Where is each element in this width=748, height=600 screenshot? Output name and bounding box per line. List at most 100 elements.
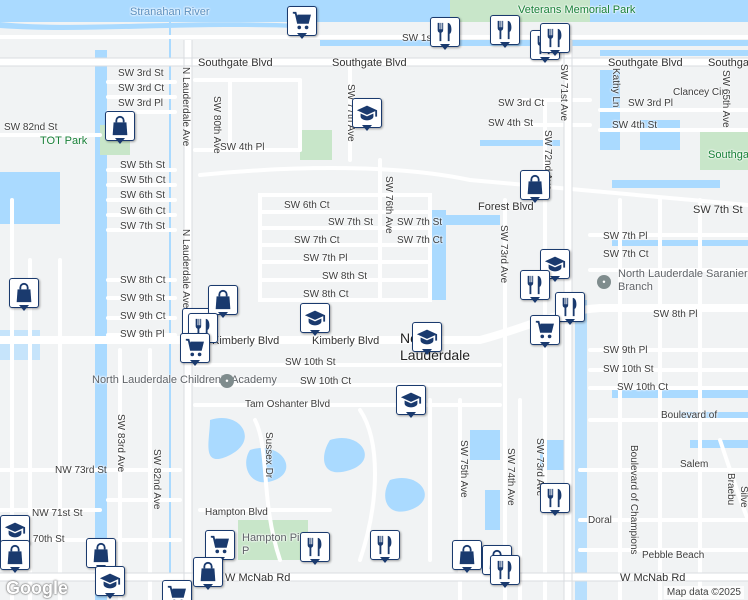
map-marker[interactable]: [520, 170, 550, 204]
road-label: SW 82nd St: [4, 122, 58, 133]
map-marker[interactable]: [208, 285, 238, 319]
map-marker[interactable]: [396, 385, 426, 419]
road-label: SW 77th Ave: [345, 84, 356, 142]
road-label: SW 3rd St: [118, 68, 164, 79]
road-label: SW 6th St: [120, 190, 166, 201]
road-label: W McNab Rd: [620, 572, 686, 584]
restaurant-icon: [540, 23, 570, 53]
shopping-cart-icon: [530, 315, 560, 345]
restaurant-icon: [540, 483, 570, 513]
poi-label[interactable]: Hampton Pines P: [242, 532, 318, 557]
road-label: NW 73rd St: [55, 465, 107, 476]
road-label: NW 71st St: [32, 508, 83, 519]
google-logo: Google: [6, 578, 68, 598]
map-marker[interactable]: [287, 6, 317, 40]
marker-pointer: [462, 567, 472, 573]
road-label: SW 76th Ave: [383, 176, 394, 234]
map-data-credit[interactable]: Map data ©2025: [663, 586, 744, 599]
road-label: SW 1st: [402, 33, 435, 44]
road-label: Forest Blvd: [478, 201, 534, 213]
marker-pointer: [540, 57, 550, 63]
map-marker[interactable]: [162, 580, 192, 600]
marker-pointer: [297, 33, 307, 39]
road-label: SW 7th Ct: [294, 235, 340, 246]
poi-label[interactable]: North Lauderdale Children's Academy: [92, 374, 277, 386]
road-label: SW 7th St: [120, 221, 166, 232]
map-marker[interactable]: [9, 278, 39, 312]
map-marker[interactable]: [540, 23, 570, 57]
map-marker[interactable]: [0, 540, 30, 574]
shopping-bag-icon: [520, 170, 550, 200]
shopping-bag-icon: [105, 111, 135, 141]
restaurant-icon: [430, 17, 460, 47]
map-marker[interactable]: [555, 292, 585, 326]
road-label: Silve: [738, 486, 748, 508]
map-marker[interactable]: [412, 322, 442, 356]
map-marker[interactable]: [430, 17, 460, 51]
road-label: Salem: [680, 459, 709, 470]
marker-pointer: [105, 593, 115, 599]
road-label: Tam Oshanter Blvd: [245, 399, 331, 410]
road-label: SW 80th Ave: [211, 96, 222, 154]
school-icon: [95, 566, 125, 596]
map-marker[interactable]: [352, 98, 382, 132]
road-label: SW 3rd Ct: [118, 83, 165, 94]
road-label: Southgate: [708, 57, 748, 69]
road-label: SW 65th Ave: [720, 70, 731, 128]
marker-pointer: [500, 582, 510, 588]
road-label: SW 6th Ct: [120, 206, 166, 217]
map-marker[interactable]: [540, 483, 570, 517]
shopping-bag-icon: [86, 538, 116, 568]
marker-pointer: [540, 342, 550, 348]
road-label: Boulevard of: [661, 410, 718, 421]
shopping-bag-icon: [9, 278, 39, 308]
road-label: Southgate Blvd: [608, 57, 683, 69]
map-marker[interactable]: [193, 557, 223, 591]
map-marker[interactable]: [180, 333, 210, 367]
map-marker[interactable]: [105, 111, 135, 145]
road-label: Sussex Dr: [263, 432, 274, 479]
marker-pointer: [422, 349, 432, 355]
park-label: Southga: [708, 149, 748, 161]
road-label: Kimberly Blvd: [212, 335, 280, 347]
restaurant-icon: [300, 532, 330, 562]
map-marker[interactable]: [490, 15, 520, 49]
road-label: SW 7th Pl: [603, 231, 648, 242]
road-label: SW 8th Pl: [653, 309, 698, 320]
library-icon[interactable]: •: [597, 275, 611, 289]
marker-pointer: [19, 305, 29, 311]
road-label: SW 82nd Ave: [151, 449, 162, 510]
road-label: SW 9th St: [120, 293, 166, 304]
marker-pointer: [203, 584, 213, 590]
map-marker[interactable]: [490, 555, 520, 589]
marker-pointer: [550, 510, 560, 516]
road-label: SW 8th Ct: [120, 275, 166, 286]
shopping-bag-icon: [452, 540, 482, 570]
poi-label[interactable]: North Lauderdale Saraniero Branch: [618, 268, 748, 293]
map-marker[interactable]: [530, 315, 560, 349]
shopping-cart-icon: [205, 530, 235, 560]
road-label: SW 4th Pl: [220, 142, 265, 153]
road-label: SW 7th Ct: [397, 235, 443, 246]
marker-pointer: [440, 44, 450, 50]
map-marker[interactable]: [300, 532, 330, 566]
road-label: SW 83rd Ave: [115, 414, 126, 473]
road-label: SW 73rd Ave: [534, 438, 545, 497]
road-label: SW 10th Ct: [300, 376, 352, 387]
map-marker[interactable]: [370, 530, 400, 564]
shopping-cart-icon: [180, 333, 210, 363]
road-label: Clancey Cir: [673, 87, 725, 98]
map-marker[interactable]: [520, 270, 550, 304]
school-icon[interactable]: •: [220, 374, 234, 388]
road-label: Pebble Beach: [642, 550, 705, 561]
map-marker[interactable]: [95, 566, 125, 600]
park-label: TOT Park: [40, 135, 88, 147]
marker-pointer: [565, 319, 575, 325]
road-label: SW 7th Pl: [303, 253, 348, 264]
marker-pointer: [550, 276, 560, 282]
map-marker[interactable]: [300, 303, 330, 337]
school-icon: [352, 98, 382, 128]
road-label: Southgate Blvd: [198, 57, 273, 69]
map-marker[interactable]: [452, 540, 482, 574]
